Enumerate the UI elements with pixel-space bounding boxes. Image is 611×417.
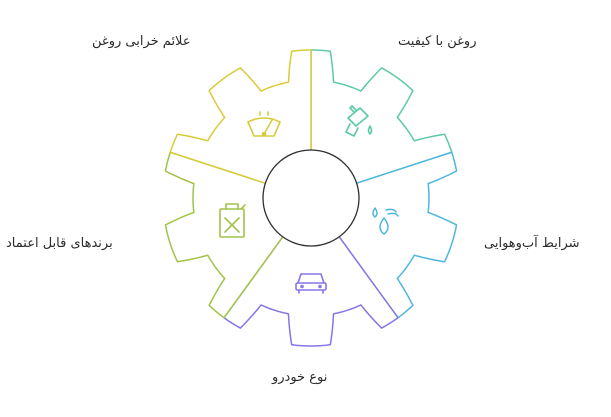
gear-segment-oil-failure [169,49,312,184]
jerry-can-icon [219,203,246,238]
label-oil-failure-signs: علائم خرابی روغن [92,34,191,49]
windshield-wiper-icon [247,111,281,137]
oil-can-icon [345,105,373,137]
weather-droplets-icon [372,207,399,235]
car-icon [295,273,327,294]
label-car-type: نوع خودرو [272,370,328,385]
gear-segment-brands [164,151,284,319]
label-trusted-brands: برندهای قابل اعتماد [6,236,113,251]
gear-hub [262,149,360,247]
gear-segments [164,49,458,347]
label-quality-oil: روغن با کیفیت [398,34,477,49]
gear-segment-quality-oil [310,49,453,184]
gear-segment-car-type [223,236,399,347]
label-weather-conditions: شرایط آب‌وهوایی [484,236,580,251]
